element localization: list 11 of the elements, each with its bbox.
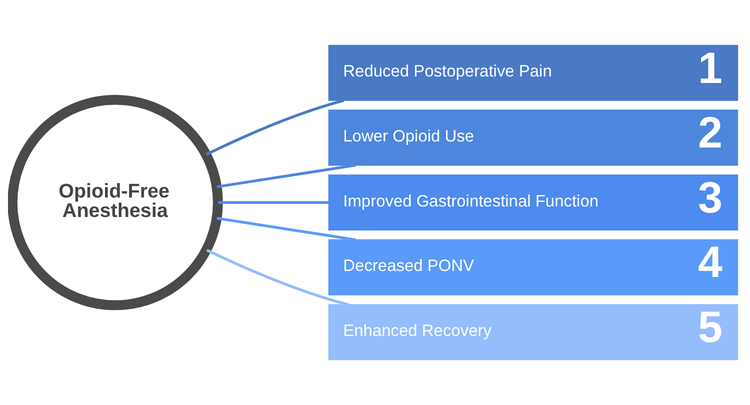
node-box: Improved Gastrointestinal Function 3 — [328, 174, 738, 231]
node-box: Lower Opioid Use 2 — [328, 110, 738, 166]
node-box: Reduced Postoperative Pain 1 — [328, 44, 738, 101]
connector — [206, 248, 349, 306]
node-box: Decreased PONV 4 — [328, 239, 738, 296]
node-circle: Opioid-Free Anesthesia — [8, 94, 223, 310]
connector — [216, 164, 356, 188]
connector — [216, 216, 356, 242]
node-box: Enhanced Recovery 5 — [328, 304, 738, 360]
connector — [206, 99, 344, 156]
connector — [218, 201, 328, 204]
